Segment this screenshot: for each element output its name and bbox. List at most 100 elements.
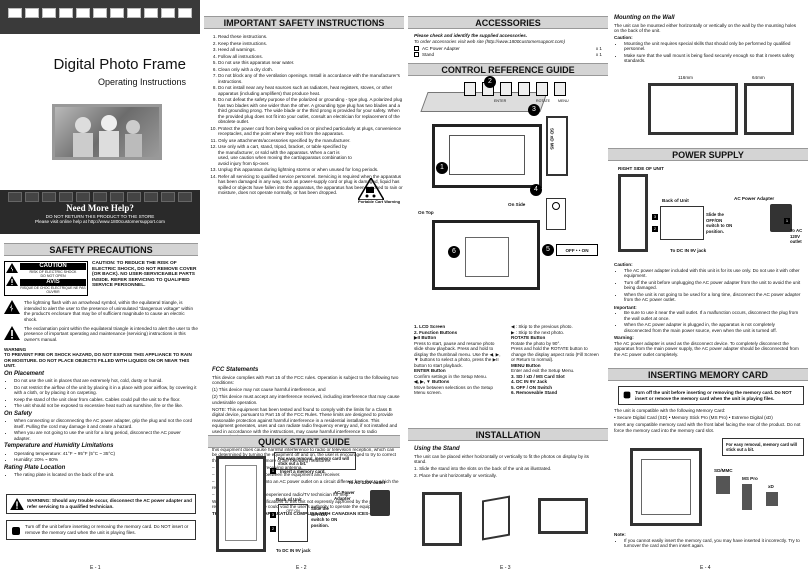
accessory-qty: x 1 bbox=[595, 51, 602, 57]
sd-card-icon bbox=[716, 476, 730, 494]
help-line-2[interactable]: Please visit online help at http://www.1… bbox=[35, 219, 165, 224]
dim-width: 116mm bbox=[678, 75, 693, 80]
list-item: Turn off the unit before unplugging the … bbox=[624, 280, 802, 291]
turnoff-box-text: Turn off the unit before inserting or re… bbox=[25, 524, 189, 535]
accessory-name: Stand bbox=[422, 51, 435, 57]
lightning-triangle-icon bbox=[4, 300, 20, 314]
avis-label: AVIS bbox=[20, 279, 86, 286]
list-item: Do not defeat the safety purpose of the … bbox=[218, 97, 404, 125]
slot-xd: xD bbox=[549, 135, 555, 142]
list-item: Protect the power cord from being walked… bbox=[218, 126, 404, 137]
ps-caution-title: Caution: bbox=[614, 262, 633, 267]
list-item: Read these instructions. bbox=[218, 34, 404, 40]
qs-back-of-unit: Back of Unit bbox=[276, 497, 302, 502]
callout-1: 1 bbox=[436, 162, 448, 174]
list-item: Keep the stand of the unit clear from ca… bbox=[14, 397, 198, 403]
right-button[interactable] bbox=[518, 82, 530, 96]
page-subtitle: Operating Instructions bbox=[97, 77, 186, 87]
exclaim-text: The exclamation point within the equilat… bbox=[24, 325, 198, 342]
warning-box: WARNING: Should any trouble occur, disco… bbox=[6, 494, 196, 514]
lightning-text: The lightning flash with an arrowhead sy… bbox=[24, 300, 194, 322]
qs-step-1: 1 bbox=[270, 468, 276, 474]
wall-caution: Caution: bbox=[614, 35, 633, 41]
legend-arrows-desc: Move between selections on the Setup Men… bbox=[414, 384, 493, 396]
ps-step-1: 1 bbox=[784, 218, 790, 224]
off-on-switch[interactable]: OFF • • ON bbox=[556, 244, 598, 256]
card-slot-side bbox=[546, 116, 568, 176]
exclamation-warning-icon bbox=[6, 276, 18, 286]
accessory-checkbox[interactable] bbox=[414, 51, 419, 57]
caution-sub-2: DO NOT OPEN bbox=[40, 274, 66, 278]
accessories-order[interactable]: To order accessories visit web site (htt… bbox=[414, 38, 565, 44]
installation-body: Using the Stand The unit can be placed e… bbox=[414, 444, 602, 480]
lightning-row: The lightning flash with an arrowhead sy… bbox=[4, 300, 198, 324]
list-item: Do not block any of the ventilation open… bbox=[218, 73, 404, 84]
callout-2: 2 bbox=[484, 76, 496, 88]
control-legend-right: ◀ : Skip to the previous photo. ▶ : Skip… bbox=[511, 324, 602, 396]
installation-diagram bbox=[418, 488, 598, 552]
list-item: Heed all warnings. bbox=[218, 47, 404, 53]
accessory-checkbox[interactable] bbox=[414, 46, 419, 51]
accessories-check: Please check and identify the supplied a… bbox=[414, 33, 528, 38]
card-sd-label: SD/MMC bbox=[714, 468, 733, 473]
page-title: Digital Photo Frame bbox=[53, 56, 186, 73]
ps-switch-panel bbox=[660, 206, 704, 240]
legend-play-desc: Press to start, pause and resume photo s… bbox=[414, 340, 501, 368]
safety-section: SAFETY PRECAUTIONS CAUTION RISK OF ELECT… bbox=[4, 243, 198, 479]
memory-box-2: For easy removal, memory card will stick… bbox=[722, 438, 804, 456]
fcc-measure: – Increase the separation between the eq… bbox=[212, 472, 341, 478]
slot-labels: SD xD MS bbox=[549, 128, 555, 150]
cover-title-block: Digital Photo Frame Operating Instructio… bbox=[0, 34, 200, 89]
rotate-button[interactable] bbox=[536, 82, 548, 96]
wall-list: Mounting the unit requires special skill… bbox=[614, 41, 802, 64]
safety-header: SAFETY PRECAUTIONS bbox=[4, 243, 198, 256]
memory-body: The unit is compatible with the followin… bbox=[614, 408, 802, 435]
legend-enter-title: ENTER Button bbox=[414, 368, 446, 373]
ps-warning-text: The AC power adapter is used as the disc… bbox=[614, 340, 799, 357]
ps-adapter-icon bbox=[770, 204, 792, 232]
exclamation-triangle-icon bbox=[4, 325, 20, 340]
list-item: When you are not going to use the unit f… bbox=[14, 430, 198, 441]
legend-right: Rotate the photo by 90°. bbox=[511, 340, 561, 346]
legend-right: ▶ : Skip to the next photo. bbox=[511, 329, 565, 335]
control-diagram: ENTER ROTATE MENU 2 1 SD xD MS 3 4 On Si… bbox=[408, 76, 608, 324]
cart-warning: Portable Cart Warning bbox=[358, 178, 404, 205]
callout-4: 4 bbox=[530, 184, 542, 196]
control-legend-left: 1. LCD Screen 2. Function Buttons ▶II Bu… bbox=[414, 324, 505, 396]
qs-switch-label: OFF ON bbox=[279, 509, 307, 515]
list-item: Follow all instructions. bbox=[218, 54, 404, 60]
warning-icon bbox=[10, 498, 24, 510]
memory-card-header: INSERTING MEMORY CARD bbox=[608, 368, 808, 381]
power-unit-side bbox=[618, 174, 648, 252]
quick-start-diagram: For easy removal, memory card will stick… bbox=[210, 452, 404, 560]
fcc-canada: THIS CLASS B DIGITAL APPARATUS COMPLIES … bbox=[212, 511, 379, 517]
ps-dc-label: To DC IN 9V jack bbox=[670, 248, 707, 253]
list-item: Do not use this apparatus near water. bbox=[218, 60, 404, 66]
help-line-1: DO NOT RETURN THIS PRODUCT TO THE STORE bbox=[45, 213, 155, 219]
column-power: Mounting on the Wall The unit can be mou… bbox=[608, 0, 808, 576]
qs-ac-outlet: To AC 120V outlet bbox=[348, 480, 386, 485]
placement-title: On Placement bbox=[4, 370, 45, 377]
temp-list: Operating temperature: 41°F ~ 95°F (5°C … bbox=[4, 451, 198, 463]
slot-sd: SD bbox=[549, 128, 555, 135]
function-buttons bbox=[464, 82, 566, 96]
left-button[interactable] bbox=[500, 82, 512, 96]
qs-switch-panel: OFF ON bbox=[278, 504, 308, 542]
stand-side-view bbox=[482, 495, 510, 541]
qs-off: OFF bbox=[286, 509, 294, 513]
control-legend: 1. LCD Screen 2. Function Buttons ▶II Bu… bbox=[408, 324, 608, 396]
legend-right: 6. Removeable Stand bbox=[511, 390, 558, 395]
memory-diagram: For easy removal, memory card will stick… bbox=[614, 438, 808, 530]
hand-stop-icon bbox=[12, 527, 20, 535]
menu-button[interactable] bbox=[554, 82, 566, 96]
wall-title: Mounting on the Wall bbox=[614, 15, 675, 21]
wall-unit-side bbox=[744, 83, 794, 135]
fcc-title: FCC Statements bbox=[212, 367, 259, 373]
ps-important-list: Be sure to use it near the wall outlet. … bbox=[614, 310, 802, 333]
memory-compat: The unit is compatible with the followin… bbox=[614, 408, 726, 413]
lightning-warning-icon bbox=[6, 263, 18, 273]
play-pause-button[interactable] bbox=[464, 82, 476, 96]
fcc-measure: – Consult the dealer or an experienced r… bbox=[212, 491, 350, 497]
stand-title: Using the Stand bbox=[414, 446, 460, 452]
accessory-qty: x 1 bbox=[595, 46, 602, 51]
